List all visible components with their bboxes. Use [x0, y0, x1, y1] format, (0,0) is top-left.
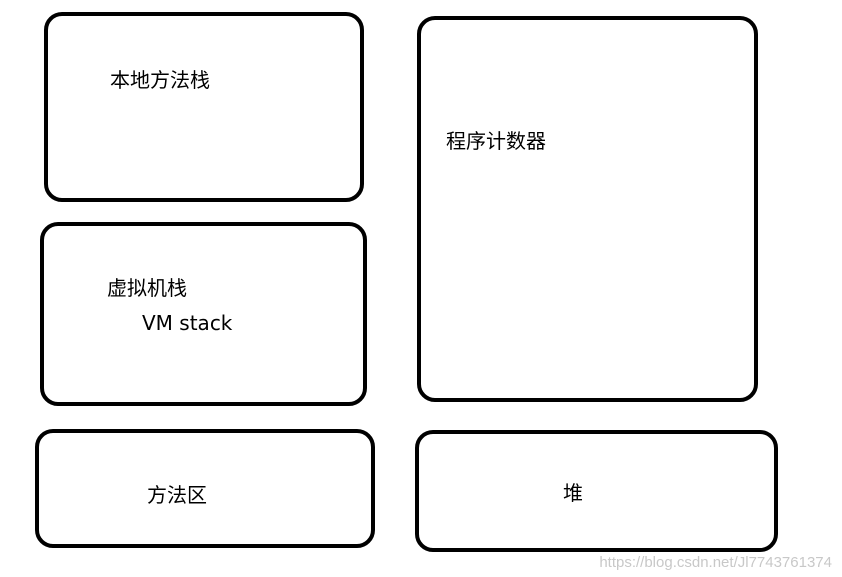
- heap-label: 堆: [563, 481, 583, 505]
- method-area-box: [35, 429, 375, 548]
- vm-stack-box: [40, 222, 367, 406]
- program-counter-label: 程序计数器: [446, 129, 546, 153]
- watermark: https://blog.csdn.net/Jl7743761374: [599, 554, 832, 571]
- vm-stack-label: 虚拟机栈: [107, 276, 187, 300]
- program-counter-box: [417, 16, 758, 402]
- native-method-stack-box: [44, 12, 364, 202]
- heap-box: [415, 430, 778, 552]
- method-area-label: 方法区: [147, 483, 207, 507]
- native-method-stack-label: 本地方法栈: [110, 68, 210, 92]
- vm-stack-sublabel: VM stack: [142, 311, 233, 335]
